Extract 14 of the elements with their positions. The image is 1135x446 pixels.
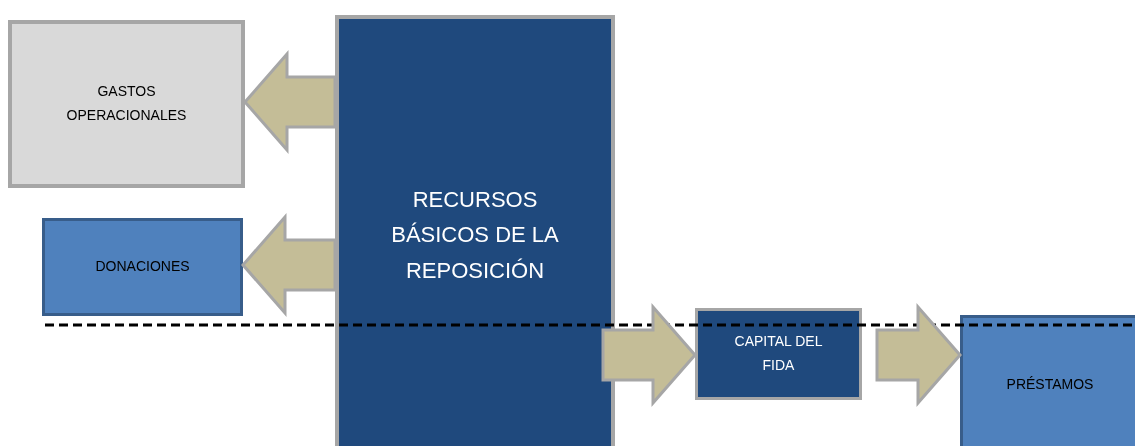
- block-arrow: [243, 50, 337, 154]
- node-label: GASTOS OPERACIONALES: [65, 82, 188, 125]
- block-arrow: [601, 303, 697, 407]
- node-label: RECURSOS BÁSICOS DE LA REPOSICIÓN: [390, 186, 560, 285]
- block-arrow: [875, 303, 962, 407]
- process-box: [695, 308, 862, 400]
- node-label: DONACIONES: [95, 257, 190, 277]
- process-box: [42, 218, 243, 316]
- process-box: [960, 315, 1135, 446]
- node-label: CAPITAL DEL FIDA: [733, 332, 824, 375]
- node-label: PRÉSTAMOS: [1006, 375, 1094, 395]
- process-box: [8, 20, 245, 188]
- block-arrow: [241, 213, 337, 317]
- process-box: [335, 15, 615, 446]
